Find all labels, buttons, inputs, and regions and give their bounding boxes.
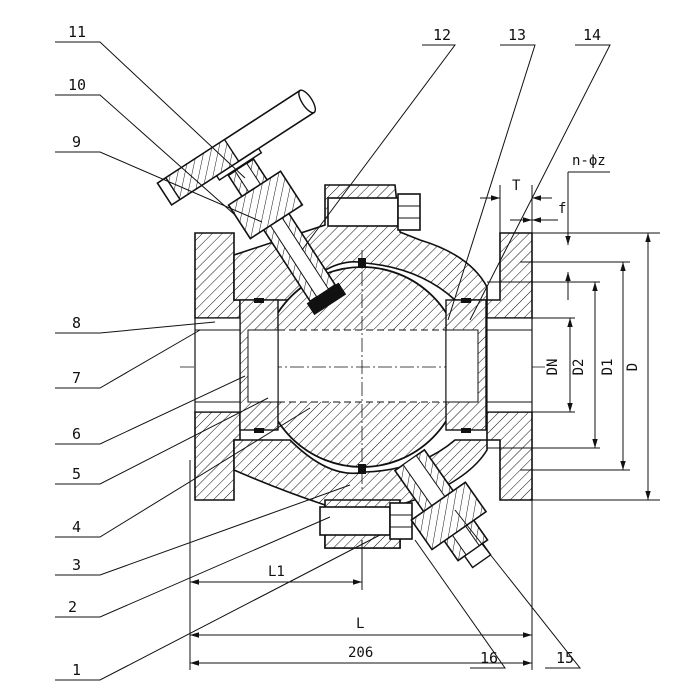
callout-7: 7 [72,369,81,387]
callout-12: 12 [433,26,451,44]
dim-D2: D2 [571,359,587,376]
callout-4: 4 [72,518,81,536]
dim-DN: DN [545,359,561,376]
dimension-labels: T f n-ϕz DN D2 D1 D L1 L 206 [268,153,641,661]
lower-actuator [393,448,492,569]
callout-14: 14 [583,26,601,44]
top-bolt [327,193,421,231]
dim-L1: L1 [268,564,285,580]
dim-overall: 206 [348,645,373,661]
dim-D: D [625,363,641,371]
callout-8: 8 [72,314,81,332]
dim-T: T [512,178,521,194]
callout-5: 5 [72,465,81,483]
callout-11: 11 [68,23,86,41]
dim-D1: D1 [600,359,616,376]
callout-9: 9 [72,133,81,151]
bottom-bolt [319,502,413,540]
seats [239,258,487,474]
callout-13: 13 [508,26,526,44]
callout-6: 6 [72,425,81,443]
dim-L: L [356,616,364,632]
callout-3: 3 [72,556,81,574]
bore [194,317,533,413]
callout-2: 2 [68,598,77,616]
stem-assembly [210,140,347,316]
callout-labels: 11 10 9 12 13 14 8 7 6 5 4 3 2 1 15 16 [68,23,601,679]
callout-15: 15 [556,649,574,667]
callout-16: 16 [480,649,498,667]
ball [180,250,545,490]
leader-lines [55,41,611,681]
dim-bolt-holes: n-ϕz [572,153,606,169]
callout-10: 10 [68,76,86,94]
dim-f: f [558,201,566,217]
dimension-lines [189,171,660,670]
callout-1: 1 [72,661,81,679]
